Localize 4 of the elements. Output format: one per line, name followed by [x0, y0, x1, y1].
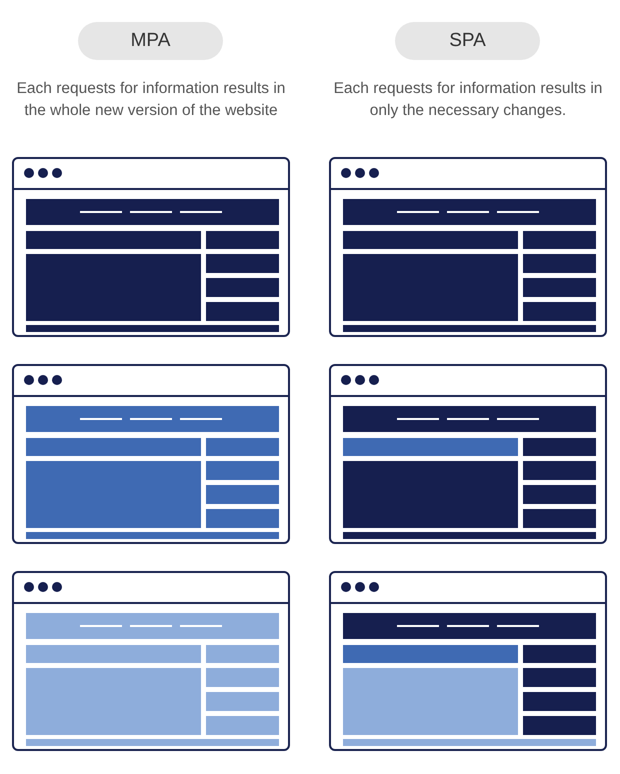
header-pill: MPA	[78, 22, 223, 60]
description-text: Each requests for information results in the whole new version of the website	[16, 79, 286, 121]
description-text: Each requests for information results in only the necessary changes.	[332, 79, 604, 121]
header-pill: SPA	[395, 22, 540, 60]
